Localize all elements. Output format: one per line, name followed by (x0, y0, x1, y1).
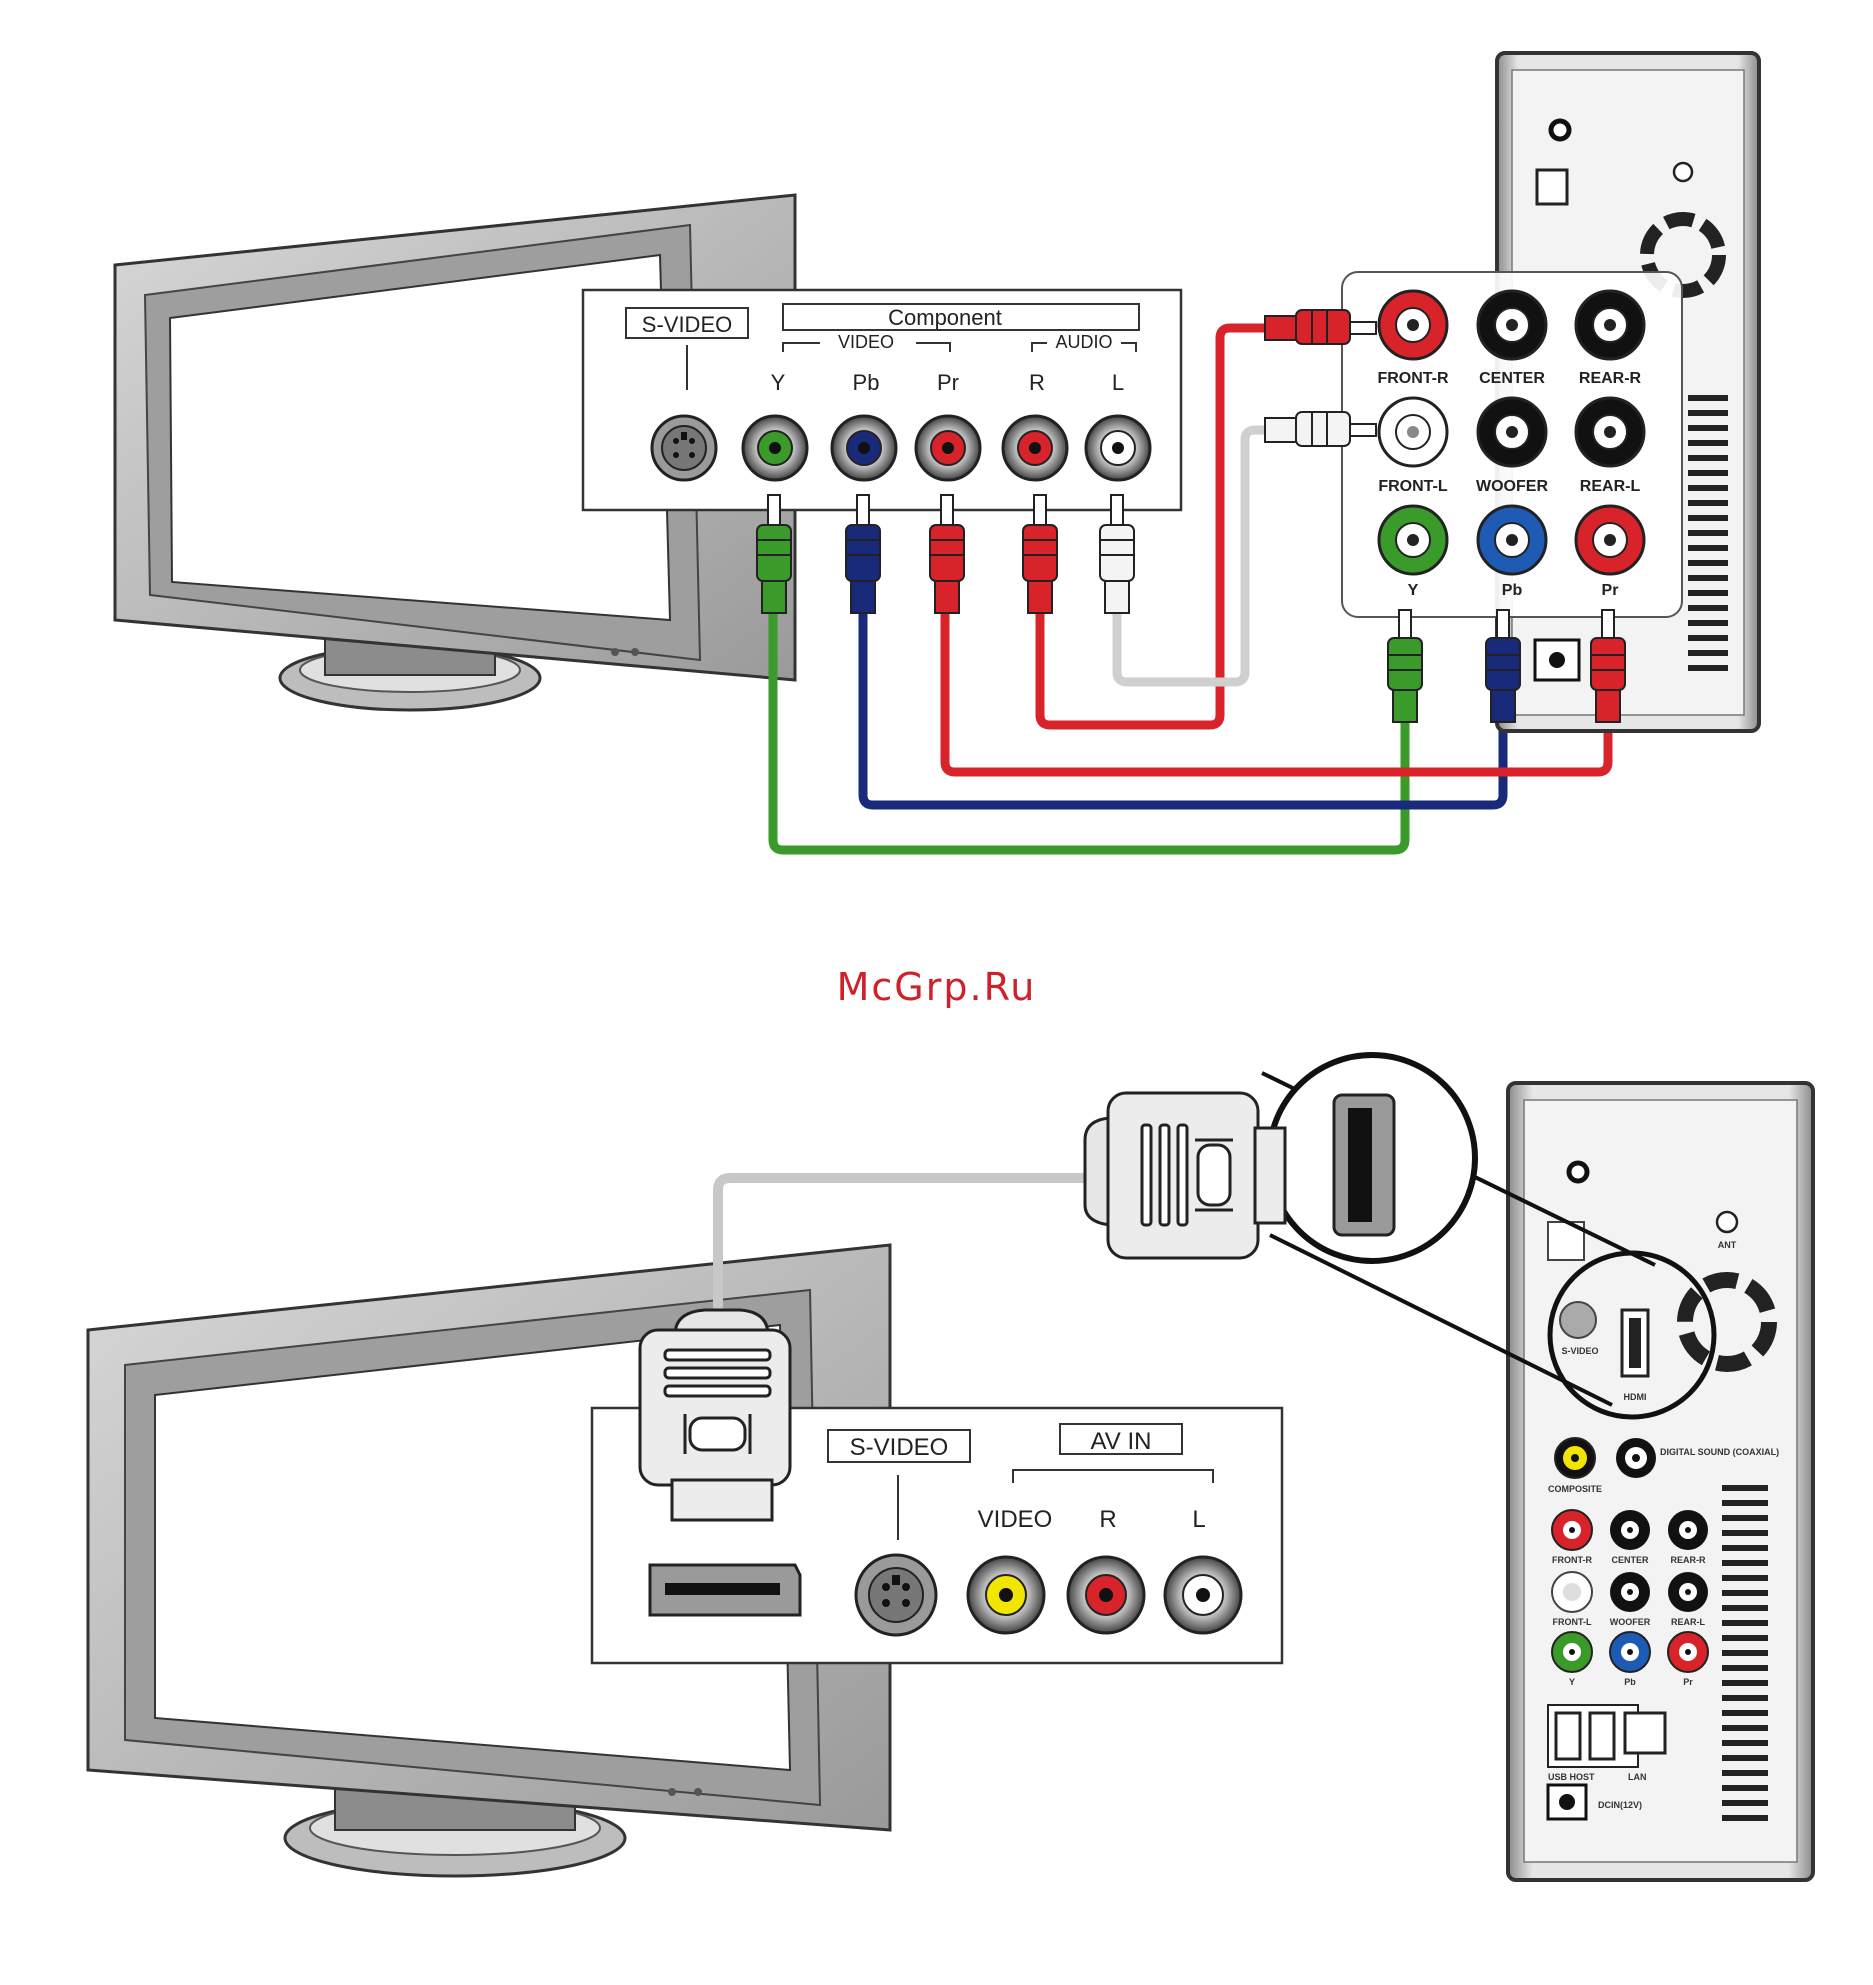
pb-small-label: Pb (1624, 1677, 1636, 1687)
front-l-jack (1379, 398, 1447, 466)
front-l-small-label: FRONT-L (1553, 1617, 1592, 1627)
pb-jack-player (1478, 506, 1546, 574)
coaxial-label: DIGITAL SOUND (COAXIAL) (1660, 1447, 1779, 1457)
hdmi-label-player: HDMI (1624, 1392, 1647, 1402)
tv-connector-panel-top: S-VIDEO Component VIDEO AUDIO Y Pb Pr R … (583, 290, 1181, 510)
center-small-label: CENTER (1611, 1555, 1649, 1565)
center-jack (1478, 291, 1546, 359)
y-jack-label: Y (771, 370, 786, 395)
rear-r-small-label: REAR-R (1671, 1555, 1706, 1565)
ant-label: ANT (1718, 1240, 1737, 1250)
pr-port-tv (916, 416, 980, 480)
audio-group-label: AUDIO (1055, 332, 1112, 352)
video-jack-label: VIDEO (978, 1506, 1053, 1533)
r-port-tv (1003, 416, 1067, 480)
svideo-label-top: S-VIDEO (642, 312, 732, 337)
composite-jack-player (1555, 1438, 1595, 1478)
rca-plugs-tv-side (757, 495, 1134, 613)
plug-red-pr-tv (930, 495, 964, 613)
pr-label-player: Pr (1602, 582, 1619, 599)
l-port-tv (1086, 416, 1150, 480)
top-diagram: FRONT-R CENTER REAR-R FRONT-L WOOFER REA… (115, 53, 1759, 850)
plug-red-r-tv (1023, 495, 1057, 613)
l-jack-label-bottom: L (1192, 1506, 1205, 1533)
rear-r-jack (1576, 291, 1644, 359)
svideo-port-top (652, 416, 716, 480)
dcin-label: DCIN(12V) (1598, 1800, 1642, 1810)
player-zoom-panel: FRONT-R CENTER REAR-R FRONT-L WOOFER REA… (1342, 272, 1682, 617)
rear-l-small-label: REAR-L (1671, 1617, 1705, 1627)
y-small-label: Y (1569, 1677, 1575, 1687)
svideo-port-bottom (856, 1555, 936, 1635)
svideo-label-player: S-VIDEO (1561, 1346, 1598, 1356)
bottom-diagram: ANT S-VIDEO HDMI COMPOSITE DIGITAL SOUND… (88, 1055, 1813, 1880)
vent-slots-bottom (1722, 1485, 1768, 1821)
center-label: CENTER (1479, 370, 1545, 387)
pr-small-label: Pr (1683, 1677, 1693, 1687)
y-port-tv (743, 416, 807, 480)
plug-blue-tv (846, 495, 880, 613)
front-r-jack (1379, 291, 1447, 359)
r-jack-label-bottom: R (1099, 1506, 1116, 1533)
watermark: McGrp.Ru (0, 965, 1873, 1009)
front-l-label: FRONT-L (1378, 478, 1448, 495)
video-group-label: VIDEO (838, 332, 894, 352)
composite-label: COMPOSITE (1548, 1484, 1602, 1494)
l-jack-label: L (1112, 370, 1124, 395)
pb-label-player: Pb (1502, 582, 1523, 599)
l-port-tv-bottom (1165, 1557, 1241, 1633)
pb-port-tv (832, 416, 896, 480)
coaxial-jack-player (1616, 1438, 1656, 1478)
component-label: Component (888, 305, 1002, 330)
hdmi-plug-player (1085, 1093, 1285, 1258)
front-r-label: FRONT-R (1377, 370, 1449, 387)
lan-label: LAN (1628, 1772, 1647, 1782)
woofer-small-label: WOOFER (1610, 1617, 1651, 1627)
rear-r-label: REAR-R (1579, 370, 1642, 387)
r-jack-label: R (1029, 370, 1045, 395)
usb-label: USB HOST (1548, 1772, 1595, 1782)
y-label-player: Y (1408, 582, 1419, 599)
small-jacks-player (1552, 1510, 1708, 1672)
avin-label: AV IN (1091, 1428, 1152, 1455)
video-port-tv (968, 1557, 1044, 1633)
pr-jack-label: Pr (937, 370, 959, 395)
woofer-label: WOOFER (1476, 478, 1548, 495)
pr-jack-player (1576, 506, 1644, 574)
svideo-label-bottom: S-VIDEO (850, 1434, 949, 1461)
plug-white-tv (1100, 495, 1134, 613)
r-port-tv-bottom (1068, 1557, 1144, 1633)
rear-l-label: REAR-L (1580, 478, 1641, 495)
front-r-small-label: FRONT-R (1552, 1555, 1592, 1565)
woofer-jack (1478, 398, 1546, 466)
y-jack-player (1379, 506, 1447, 574)
media-player-bottom: ANT S-VIDEO HDMI COMPOSITE DIGITAL SOUND… (1508, 1083, 1813, 1880)
pb-jack-label: Pb (853, 370, 880, 395)
hdmi-port-tv (650, 1565, 800, 1615)
rear-l-jack (1576, 398, 1644, 466)
plug-green-player (1388, 610, 1422, 722)
